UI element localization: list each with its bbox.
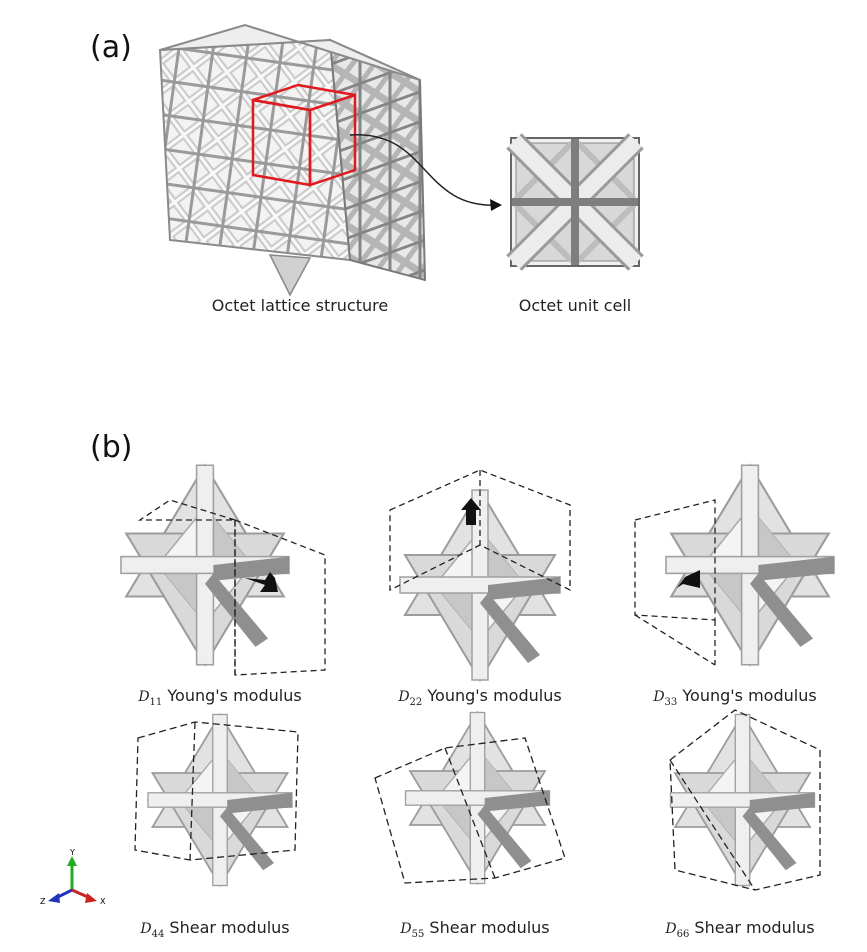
panel-a-label: (a): [90, 30, 132, 65]
cell-d66-figure: [669, 709, 821, 891]
cell-caption-d44: D44 Shear modulus: [140, 918, 290, 940]
arrow-icon: [245, 572, 278, 592]
panel-b-label: (b): [90, 430, 133, 465]
cell-d44-figure: [134, 713, 299, 887]
cell-d22-figure: [389, 469, 571, 681]
axis-x-label: X: [100, 897, 106, 906]
callout-arrow: [349, 134, 501, 206]
axis-z-label: Z: [40, 897, 46, 906]
octet-unit-cell-figure: [506, 133, 644, 271]
lattice-top-face: [159, 23, 421, 81]
arrow-up-icon: [466, 505, 476, 525]
unit-cell-caption: Octet unit cell: [518, 296, 632, 315]
arrow-left-icon: [677, 570, 700, 588]
octet-lattice-figure: [158, 23, 502, 297]
cell-caption-d66: D66 Shear modulus: [665, 918, 815, 940]
cell-caption-d33: D33 Young's modulus: [653, 686, 817, 708]
lattice-front-face: [158, 38, 352, 262]
cell-d33-figure: [634, 464, 836, 666]
axis-y-label: Y: [69, 848, 75, 857]
cell-caption-d55: D55 Shear modulus: [400, 918, 550, 940]
lattice-caption: Octet lattice structure: [211, 296, 389, 315]
cell-d55-figure: [374, 711, 566, 885]
highlighted-unit-cell: [251, 83, 357, 187]
cell-caption-d11: D11 Young's modulus: [138, 686, 302, 708]
cell-d11-figure: [119, 464, 326, 676]
cell-caption-d22: D22 Young's modulus: [398, 686, 562, 708]
axis-triad-icon: Y Z X: [40, 848, 106, 906]
